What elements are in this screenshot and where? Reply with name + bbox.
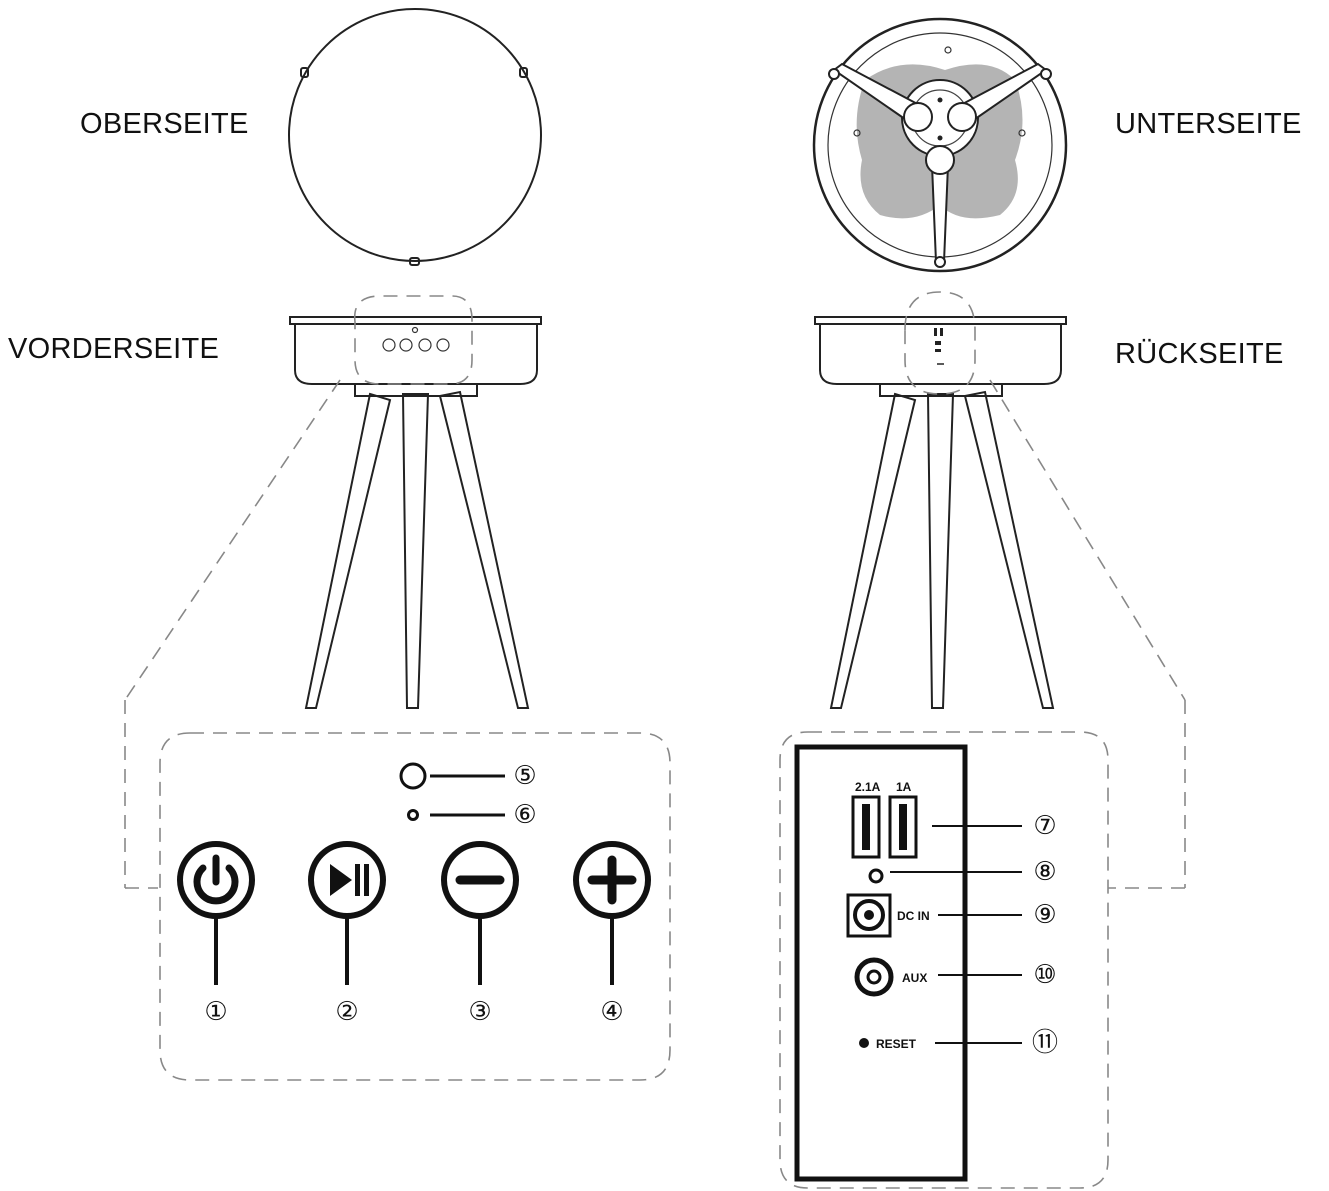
callout-3: ③ <box>468 997 491 1027</box>
callout-11: ⑪ <box>1032 1028 1058 1058</box>
indicator-6 <box>407 809 419 821</box>
front-detail-panel: ① ② ③ ④ ⑤ ⑥ <box>159 732 671 1081</box>
reset-label: RESET <box>876 1037 917 1051</box>
led-icon <box>868 868 884 884</box>
front-mini-buttons <box>382 326 450 352</box>
callout-1: ① <box>204 997 227 1027</box>
callout-9: ⑨ <box>1033 900 1056 930</box>
power-icon <box>177 841 255 919</box>
label-back: RÜCKSEITE <box>1115 338 1284 370</box>
back-detail-panel: 2.1A 1A DC IN AUX RESET <box>779 731 1109 1189</box>
usb-label-left: 2.1A <box>855 780 881 794</box>
label-front: VORDERSEITE <box>8 333 220 365</box>
plus-icon <box>573 841 651 919</box>
aux-label: AUX <box>902 971 927 985</box>
front-view <box>124 295 542 889</box>
callout-2: ② <box>335 997 358 1027</box>
callout-7: ⑦ <box>1033 811 1056 841</box>
callout-4: ④ <box>600 997 623 1027</box>
play-pause-icon <box>308 841 386 919</box>
dc-in-port-icon <box>846 893 892 938</box>
usb-label-right: 1A <box>896 780 912 794</box>
usb-port-icon <box>851 795 918 859</box>
label-top: OBERSEITE <box>80 108 249 140</box>
callout-6: ⑥ <box>513 800 536 830</box>
indicator-5 <box>399 762 427 790</box>
callout-8: ⑧ <box>1033 857 1056 887</box>
top-view <box>288 8 542 266</box>
aux-port-icon <box>854 957 894 997</box>
callout-5: ⑤ <box>513 761 536 791</box>
callout-10: ⑩ <box>1033 960 1056 990</box>
bottom-view <box>812 17 1068 273</box>
reset-icon <box>859 1038 869 1048</box>
label-bottom: UNTERSEITE <box>1115 108 1302 140</box>
back-view <box>814 291 1186 889</box>
minus-icon <box>441 841 519 919</box>
dc-in-label: DC IN <box>897 909 930 923</box>
